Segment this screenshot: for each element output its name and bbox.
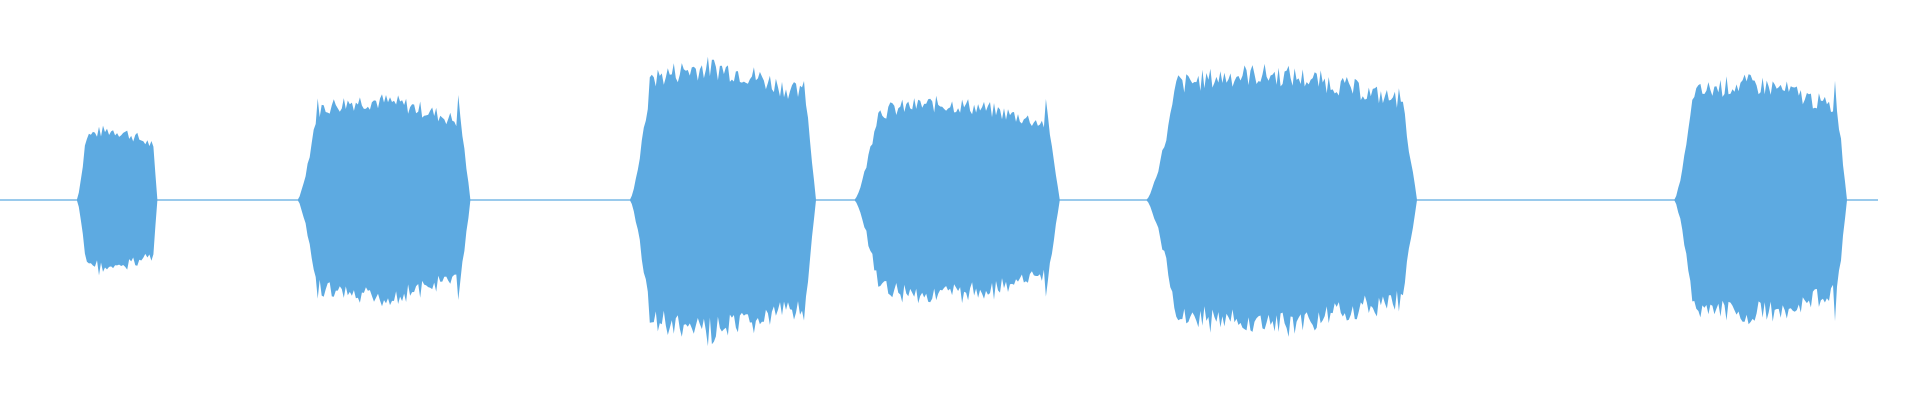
waveform-segment bbox=[1674, 74, 1847, 325]
waveform-segment bbox=[76, 125, 158, 276]
waveform-segment bbox=[1146, 63, 1417, 337]
waveform-segment bbox=[854, 95, 1060, 304]
waveform-segment bbox=[297, 94, 471, 307]
waveform-segment bbox=[629, 56, 816, 347]
